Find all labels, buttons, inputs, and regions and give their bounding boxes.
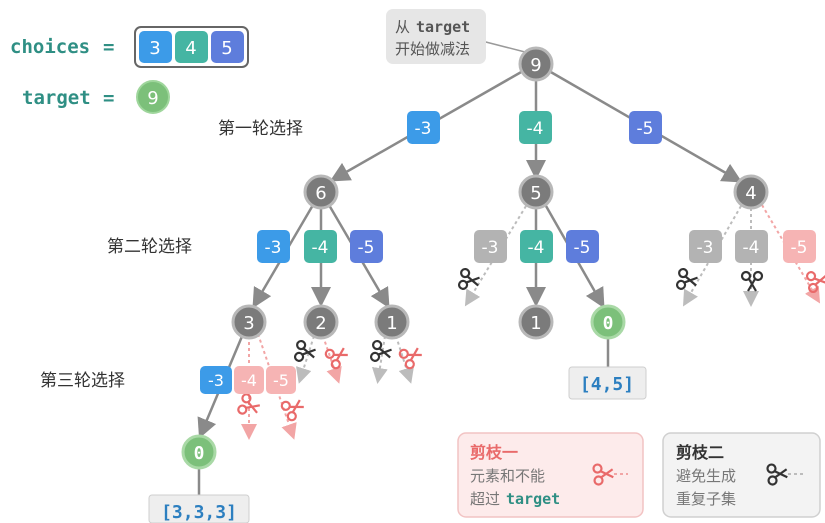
pruning-rule-1-line2-code: target	[506, 490, 560, 508]
node-root: 9	[530, 55, 541, 76]
edge-label: -3	[482, 238, 499, 258]
edge-label: -5	[791, 238, 808, 258]
tree-node: 6	[315, 183, 326, 204]
result-subset: [3,3,3]	[161, 502, 237, 523]
result-subset: [4,5]	[580, 374, 634, 395]
tree-node: 2	[315, 313, 326, 334]
tree-node: 4	[745, 183, 756, 204]
root-note-line2: 开始做减法	[395, 40, 470, 58]
choice-item: 4	[185, 38, 196, 59]
scissor-icon	[323, 341, 352, 371]
pruning-rule-2-box	[662, 432, 821, 518]
tree-node: 5	[530, 183, 541, 204]
edge-label: -5	[574, 238, 591, 258]
scissor-icons	[236, 267, 825, 423]
pruning-rule-2-line2: 重复子集	[676, 490, 736, 508]
scissor-icon	[457, 267, 482, 293]
tree-node: 3	[243, 313, 254, 334]
round-label: 第二轮选择	[107, 237, 192, 257]
edge-label: -4	[743, 238, 760, 258]
edge-label: -4	[527, 119, 544, 139]
tree-nodes: 9 6 5 4 3 2 1 1 0 0	[181, 46, 769, 470]
pruning-rule-1-line2-prefix: 超过	[470, 490, 500, 508]
pruning-rule-1-line1: 元素和不能	[470, 467, 545, 485]
edge-label: -5	[637, 119, 654, 139]
choices-equals: =	[103, 36, 114, 58]
target-label: target	[22, 87, 91, 109]
round-label: 第一轮选择	[218, 119, 303, 139]
edge-label: -5	[358, 238, 375, 258]
target-value: 9	[147, 88, 158, 109]
edge-label: -4	[312, 238, 329, 258]
target-equals: =	[103, 87, 114, 109]
tree-node-solution: 0	[194, 443, 205, 464]
edge-label: -3	[697, 238, 714, 258]
root-note-prefix: 从	[395, 18, 410, 36]
edge-label: -3	[208, 371, 224, 390]
root-note-code: target	[416, 18, 470, 36]
tree-node: 1	[530, 313, 541, 334]
pruning-rule-1-box	[457, 432, 644, 518]
pruning-rule-2-line1: 避免生成	[676, 467, 736, 485]
edge-label: -5	[273, 371, 289, 390]
scissor-icon	[397, 341, 426, 371]
pruning-rule-2-title: 剪枝二	[676, 443, 724, 462]
tree-node: 1	[386, 313, 397, 334]
pruning-rule-1-title: 剪枝一	[470, 443, 518, 462]
edge-label: -3	[415, 119, 432, 139]
choice-item: 3	[149, 38, 160, 59]
edge-label: -4	[528, 238, 545, 258]
edge-label: -4	[241, 371, 257, 390]
choices-label: choices	[10, 36, 90, 58]
scissor-icon	[675, 267, 700, 293]
round-label: 第三轮选择	[40, 371, 125, 391]
tree-node-solution: 0	[603, 313, 614, 334]
edge-label: -3	[265, 238, 282, 258]
choice-item: 5	[221, 38, 232, 59]
scissor-icon	[805, 268, 825, 294]
